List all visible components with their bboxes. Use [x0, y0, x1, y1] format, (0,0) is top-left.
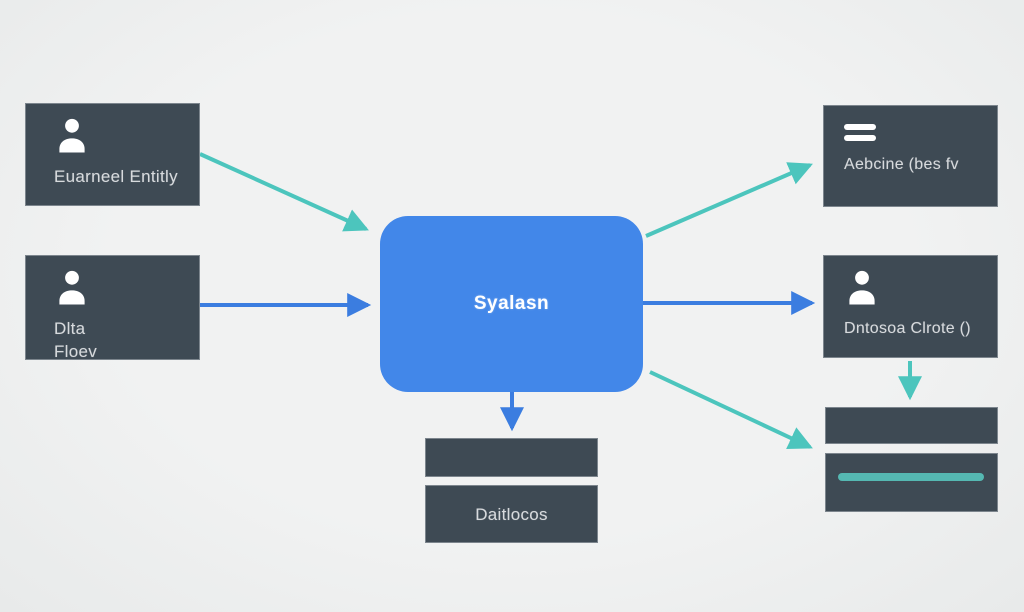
node-label: Euarneel Entitly	[54, 167, 178, 186]
arrow-system-to-record	[649, 370, 813, 450]
node-label: Floev	[54, 342, 98, 361]
node-archive: Aebcine (bes fv	[823, 105, 998, 207]
node-data-store: Dntosoa Clrote ()	[823, 255, 998, 358]
arrow-system-to-archive	[645, 162, 813, 238]
teal-bar	[838, 473, 984, 481]
node-external-entity: Euarneel Entitly	[25, 103, 200, 206]
node-record-top	[825, 407, 998, 444]
person-icon	[54, 268, 90, 308]
node-label: Syalasn	[473, 293, 550, 314]
node-label: Daitlocos	[475, 504, 548, 524]
node-label: Aebcine (bes fv	[844, 156, 959, 173]
arrow-external-entity-to-system	[199, 152, 369, 232]
node-label: Dntosoa Clrote ()	[844, 320, 971, 337]
list-icon	[844, 124, 876, 141]
node-data-flow: Dlta Floev	[25, 255, 200, 361]
node-label: Dlta	[54, 319, 86, 338]
node-system: Syalasn	[380, 216, 643, 392]
person-icon	[844, 268, 880, 308]
node-database: Daitlocos	[425, 485, 598, 543]
person-icon	[54, 116, 90, 156]
node-database-top	[425, 438, 598, 477]
node-record-bottom	[825, 453, 998, 512]
